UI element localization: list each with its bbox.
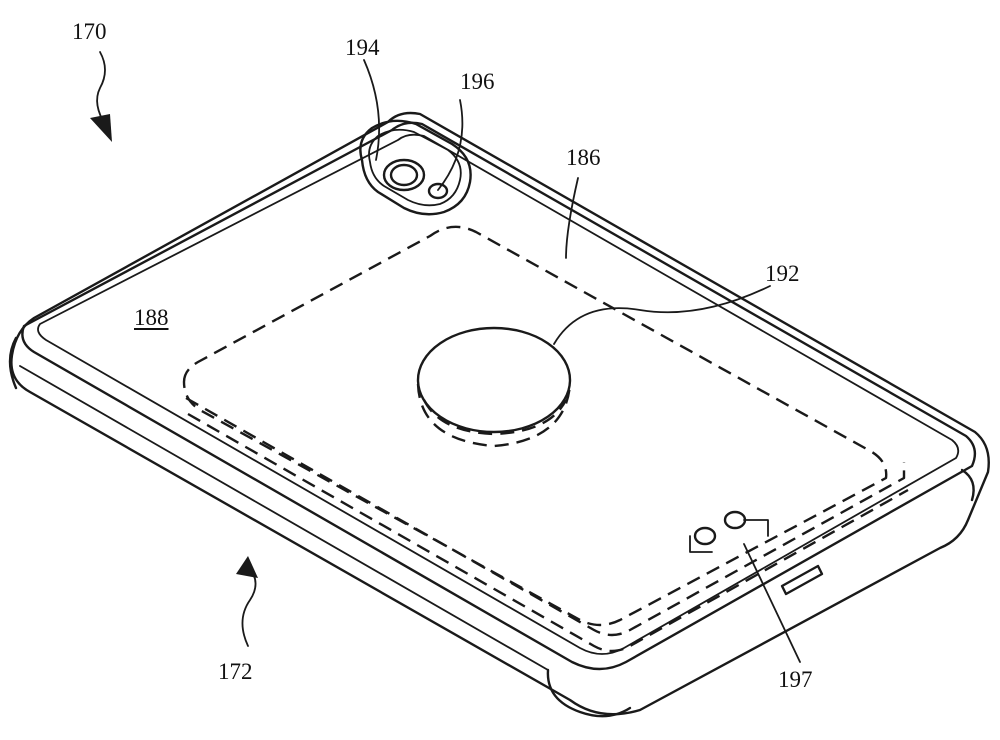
device-outer-edge (10, 111, 990, 716)
leader-196 (437, 99, 464, 191)
corner-bottom (546, 668, 632, 718)
rear-plate-edge (21, 121, 977, 671)
label-188: 188 (134, 305, 169, 330)
arrow-170 (90, 51, 112, 142)
coil-region-outer (187, 412, 909, 653)
flash-icon (427, 182, 449, 200)
magnet-192 (416, 326, 572, 448)
leader-194 (363, 59, 380, 161)
leader-197 (743, 543, 801, 663)
label-197: 197 (778, 667, 813, 692)
corner-left (8, 336, 18, 390)
camera-module (359, 119, 472, 216)
label-196: 196 (460, 69, 495, 94)
label-172: 172 (218, 659, 253, 684)
corner-right (960, 468, 975, 502)
label-170: 170 (72, 19, 107, 44)
label-194: 194 (345, 35, 380, 60)
label-192: 192 (765, 261, 800, 286)
arrow-172 (236, 556, 258, 647)
camera-lens-inner (389, 163, 419, 187)
sensor-icon (693, 526, 717, 546)
camera-lens-outer (382, 158, 426, 192)
leader-186 (565, 177, 579, 259)
side-wall-line (19, 365, 549, 671)
sensor-icon (723, 510, 747, 530)
label-186: 186 (566, 145, 601, 170)
port-slot (780, 564, 824, 596)
coil-region-186 (182, 225, 888, 627)
leader-192 (553, 285, 771, 345)
coil-region-depth (185, 396, 906, 637)
sensors-197 (689, 510, 769, 553)
